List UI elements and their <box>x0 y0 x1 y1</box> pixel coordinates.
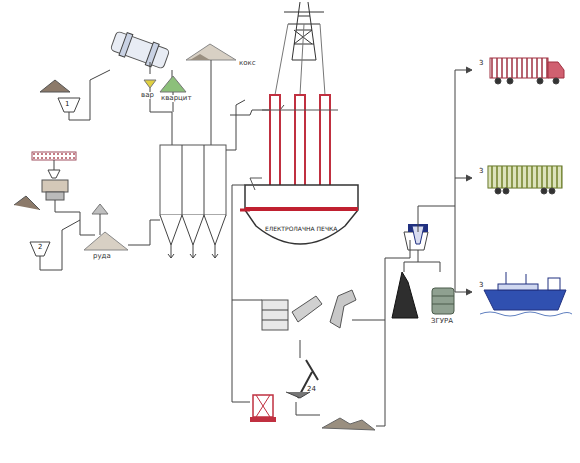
material-label: кокс <box>238 60 257 67</box>
callout-number: 24 <box>306 386 317 393</box>
callout-number: 3 <box>478 282 484 289</box>
callout-number: 3 <box>478 60 484 67</box>
material-label: руда <box>92 253 112 260</box>
material-label: кварцит <box>160 95 192 102</box>
callout-number: 3 <box>478 168 484 175</box>
callout-number: 1 <box>64 101 70 108</box>
furnace-label: ЕЛЕКТРОЛАЧНА ПЕЧКА <box>265 225 337 232</box>
material-label: вар <box>140 92 155 99</box>
callout-number: 2 <box>37 244 43 251</box>
material-label: ЗГУРА <box>430 318 454 325</box>
furnace-vessel: ЕЛЕКТРОЛАЧНА ПЕЧКА <box>265 225 337 232</box>
